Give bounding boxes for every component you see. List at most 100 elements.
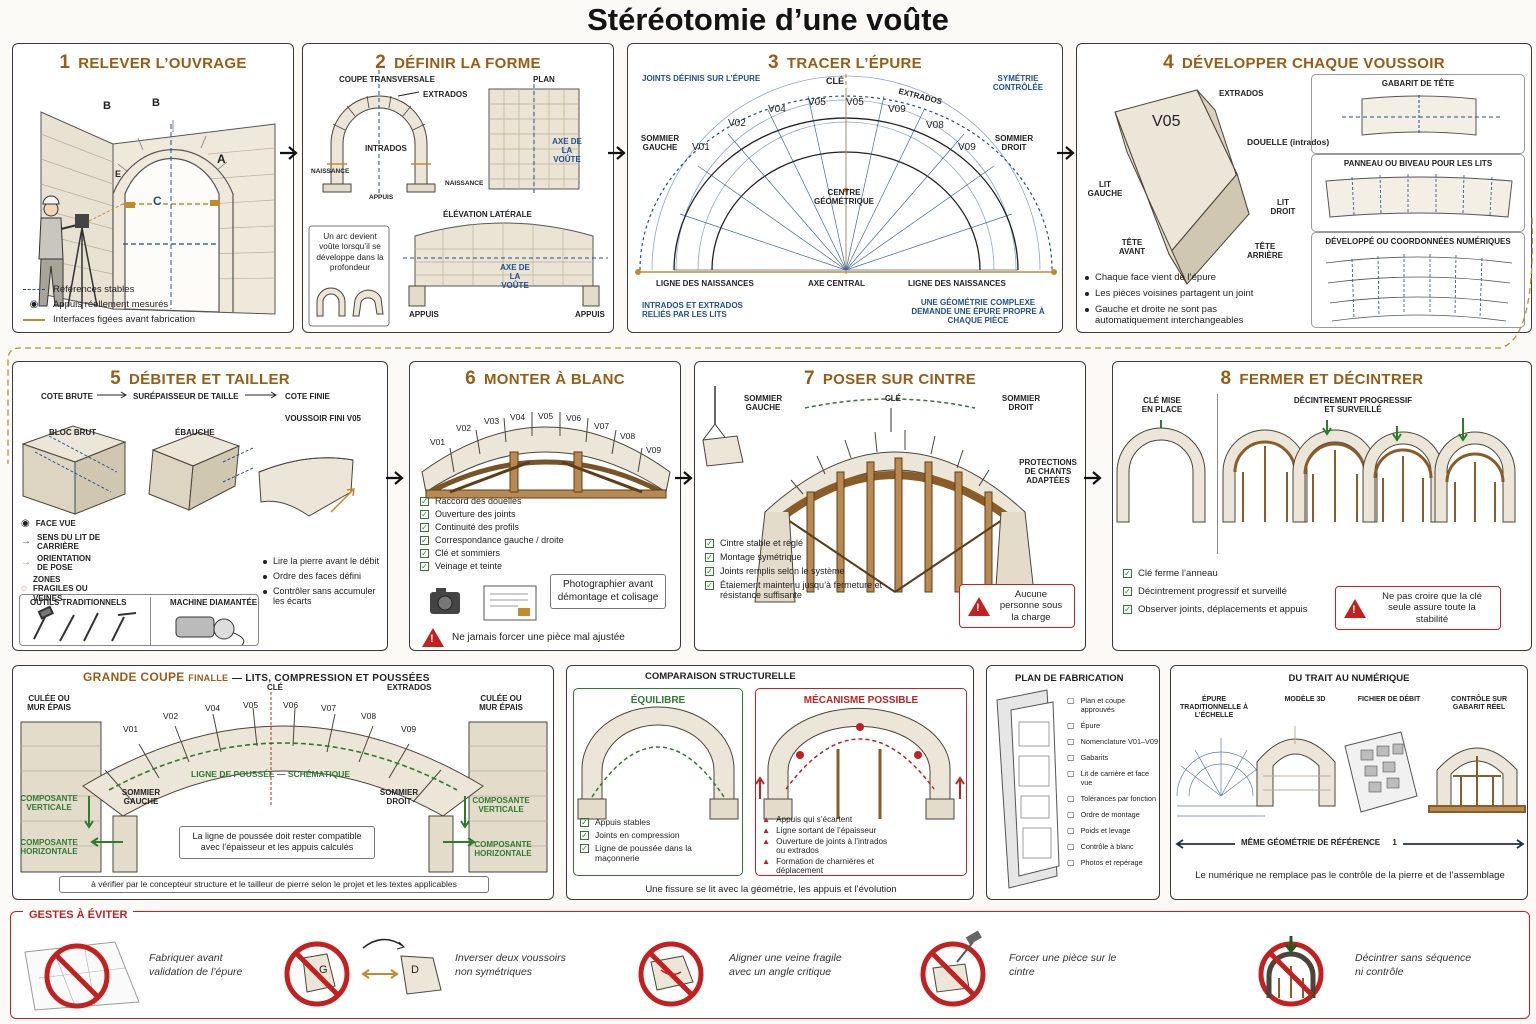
v6-01: V01: [430, 437, 446, 447]
warning-icon: !: [1344, 598, 1366, 618]
label-sommier-d: SOMMIER DROIT: [994, 134, 1034, 153]
label-elevation: ÉLÉVATION LATÉRALE: [443, 210, 532, 219]
dry-assembly: [421, 412, 671, 499]
poussee-note: La ligne de poussée doit rester compatib…: [179, 826, 375, 859]
label-lit-g: LIT GAUCHE: [1087, 180, 1123, 199]
voussoir-v09b: V09: [958, 142, 976, 153]
flow-arrow-1: [280, 146, 298, 160]
label-ebauche: ÉBAUCHE: [175, 428, 215, 437]
marker-c: C: [153, 194, 162, 208]
develop-list: Chaque face vient de l’épure Les pièces …: [1085, 272, 1285, 331]
v9-05: V05: [243, 700, 259, 710]
v6-02: V02: [456, 423, 472, 433]
section-drawing: [20, 692, 548, 873]
eye-icon: ◉: [21, 518, 30, 529]
legend-zones: ◌ZONES FRAGILES OU VEINES: [21, 575, 88, 603]
label-developpe: DÉVELOPPÉ OU COORDONNÉES NUMÉRIQUES: [1325, 237, 1511, 246]
cutting-item: Lire la pierre avant le débit: [263, 556, 385, 566]
v9-08: V08: [361, 711, 377, 721]
dry-checklist: ✓Raccord des douelles ✓Ouverture des joi…: [420, 496, 620, 574]
relever-legend: Références stables ◉Appuis réellement me…: [23, 284, 195, 326]
label-coupe: COUPE TRANSVERSALE: [339, 75, 436, 84]
label-comp-v-d: COMPOSANTE VERTICALE: [472, 796, 530, 815]
doc-item: ▢Poids et levage: [1067, 826, 1131, 835]
warn-item: ▲Formation de charnières et déplacement: [762, 857, 874, 875]
label-extrados-v: EXTRADOS: [1219, 89, 1264, 98]
doc-item: ▢Gabarits: [1067, 753, 1109, 762]
warn-item: ▲Ligne sortant de l’épaisseur: [762, 826, 877, 835]
v6-07: V07: [594, 421, 610, 431]
check-item: ✓Clé ferme l’anneau: [1123, 568, 1218, 579]
label-gabarit: GABARIT DE TÊTE: [1381, 79, 1455, 88]
doc-item: ▢Épure: [1067, 721, 1101, 730]
label-sommier-d9: SOMMIER DROIT: [379, 788, 419, 807]
avoid-illustration-1: [24, 941, 140, 1011]
check-item: ✓Clé et sommiers: [420, 548, 501, 558]
centering-drawing: [702, 386, 1036, 603]
panel-9-title: GRANDE COUPE FINALLE — LITS, COMPRESSION…: [83, 670, 430, 684]
marker-b2: B: [152, 97, 160, 109]
label-extrados9: EXTRADOS: [387, 683, 432, 692]
comparaison-footer: Une fissure se lit avec la géométrie, le…: [645, 884, 897, 895]
mecanisme-arch: [755, 707, 965, 820]
label-g: G: [319, 964, 328, 976]
centering-checklist: ✓Cintre stable et réglé ✓Montage symétri…: [705, 538, 905, 604]
centering-warning: !Aucune personne sous la charge: [959, 584, 1075, 629]
doc-item: ▢Photos et repérage: [1067, 858, 1143, 867]
label-symetrie: SYMÉTRIE CONTRÔLÉE: [992, 74, 1044, 93]
v6-09: V09: [646, 445, 662, 455]
voussoir-block: [1114, 89, 1250, 285]
flow-arrow-3: [1057, 146, 1075, 160]
gabarit-box: GABARIT DE TÊTE: [1311, 74, 1525, 154]
avoid-text-3: Aligner une veine fragile avec un angle …: [729, 952, 842, 978]
decentering-sequence: [1116, 418, 1516, 523]
panel-10-title: COMPARAISON STRUCTURELLE: [645, 671, 796, 682]
panel-plan-fabrication: PLAN DE FABRICATION ▢Plan et coupe appro…: [986, 665, 1160, 900]
avoid-illustration-4: [920, 930, 986, 1007]
panel-numerique: DU TRAIT AU NUMÉRIQUE ÉPURE TRADITIONNEL…: [1170, 665, 1528, 900]
photo-note: Photographier avant démontage et colisag…: [550, 574, 666, 609]
label-bottom-left: INTRADOS ET EXTRADOS RELIÉS PAR LES LITS: [642, 301, 743, 320]
check-item: ✓Veinage et teinte: [420, 561, 503, 571]
develop-item: Les pièces voisines partagent un joint: [1085, 288, 1285, 299]
label-cote-brute: COTE BRUTE: [41, 392, 93, 401]
equilibre-arch: [577, 706, 739, 820]
develop-item: Gauche et droite ne sont pas automatique…: [1085, 304, 1285, 326]
flow-arrow-6: [675, 471, 693, 485]
tools-icons: [33, 605, 245, 646]
numerique-footer: Le numérique ne remplace pas le contrôle…: [1195, 870, 1505, 881]
legend-appuis: ◉Appuis réellement mesurés: [23, 299, 195, 312]
label-surepaisseur: SURÉPAISSEUR DE TAILLE: [133, 392, 239, 401]
label-comp-h-g: COMPOSANTE HORIZONTALE: [20, 838, 78, 857]
check-item: ✓Observer joints, déplacements et appuis: [1123, 604, 1308, 615]
label-sommier-d7: SOMMIER DROIT: [1001, 394, 1041, 413]
check-item: ✓Montage symétrique: [705, 552, 802, 562]
avoid-illustration-2: [284, 938, 442, 1007]
v6-05: V05: [538, 411, 554, 421]
close-warning: !Ne pas croire que la clé seule assure t…: [1335, 586, 1501, 631]
voussoir-v01: V01: [692, 142, 710, 153]
digital-workflow: [1175, 726, 1526, 849]
check-item: ✓Appuis stables: [580, 817, 651, 827]
label-axe-plan: AXE DE LA VOÛTE: [552, 137, 582, 165]
label-tete-av: TÊTE AVANT: [1118, 238, 1146, 257]
block-label-v05: V05: [1152, 113, 1181, 130]
check-item: ✓Joints remplis selon le système: [705, 566, 845, 576]
label-appuis-elev-d: APPUIS: [575, 310, 605, 319]
doc-item: ▢Lit de carrière et face vue: [1067, 769, 1150, 787]
flow-arrow-2: [608, 146, 626, 160]
equilibre-list: ✓Appuis stables ✓Joints en compression ✓…: [580, 817, 710, 866]
label-equilibre: ÉQUILIBRE: [630, 695, 686, 706]
cutting-stages: [21, 391, 355, 517]
form-drawings: [308, 70, 608, 327]
arrow-icon: →: [21, 535, 31, 547]
survey-illustration: [38, 111, 276, 315]
tools-box: OUTILS TRADITIONNELS MACHINE DIAMANTÉE: [19, 594, 259, 646]
label-appuis-coupe: APPUIS: [369, 194, 394, 201]
label-naissances-d: LIGNE DES NAISSANCES: [908, 279, 1006, 288]
